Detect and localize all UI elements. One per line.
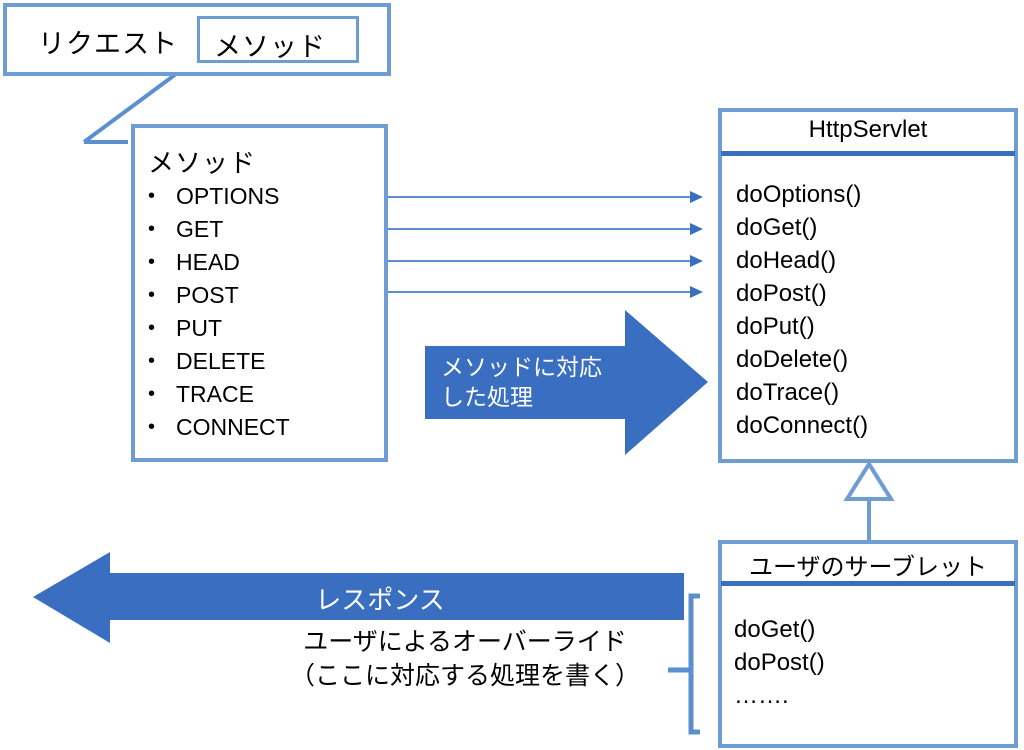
list-item: doHead() (736, 247, 837, 274)
list-item: HEAD (140, 246, 290, 279)
request-method-chip-box (197, 16, 359, 63)
method-list: OPTIONS GET HEAD POST PUT DELETE TRACE C… (140, 180, 290, 444)
override-bracket (668, 593, 700, 735)
list-item: PUT (140, 312, 290, 345)
request-label: リクエスト (38, 29, 178, 59)
list-item: doPost() (734, 649, 825, 676)
list-item: GET (140, 213, 290, 246)
response-arrow-label: レスポンス (315, 585, 445, 615)
list-item: DELETE (140, 345, 290, 378)
list-item: doPut() (736, 313, 815, 340)
list-item: doPost() (736, 280, 827, 307)
user-servlet-class-title: ユーザのサーブレット (748, 554, 988, 581)
list-item: doOptions() (736, 181, 862, 208)
inheritance-connector (843, 460, 895, 540)
list-item: ……. (734, 682, 789, 709)
user-servlet-title-divider (721, 581, 1015, 586)
override-note-text: ユーザによるオーバーライド （ここに対応する処理を書く） (289, 628, 640, 690)
request-method-chip-label: メソッド (214, 32, 326, 62)
list-item: doDelete() (736, 346, 849, 373)
list-item: doConnect() (736, 412, 869, 439)
httpservlet-title-divider (721, 151, 1015, 156)
list-item: TRACE (140, 378, 290, 411)
list-item: doGet() (736, 214, 818, 241)
list-item: doGet() (734, 616, 816, 643)
user-servlet-class-box (718, 540, 1018, 748)
httpservlet-method-list: doOptions() doGet() doHead() doPost() do… (736, 178, 868, 442)
dispatch-arrow-label: メソッドに対応 した処理 (441, 354, 602, 410)
method-list-title: メソッド (148, 148, 257, 178)
list-item: OPTIONS (140, 180, 290, 213)
list-item: CONNECT (140, 411, 290, 444)
list-item: doTrace() (736, 379, 840, 406)
httpservlet-class-box (718, 108, 1018, 463)
httpservlet-class-title: HttpServlet (808, 116, 928, 143)
user-servlet-method-list: doGet() doPost() ……. (734, 613, 825, 712)
list-item: POST (140, 279, 290, 312)
